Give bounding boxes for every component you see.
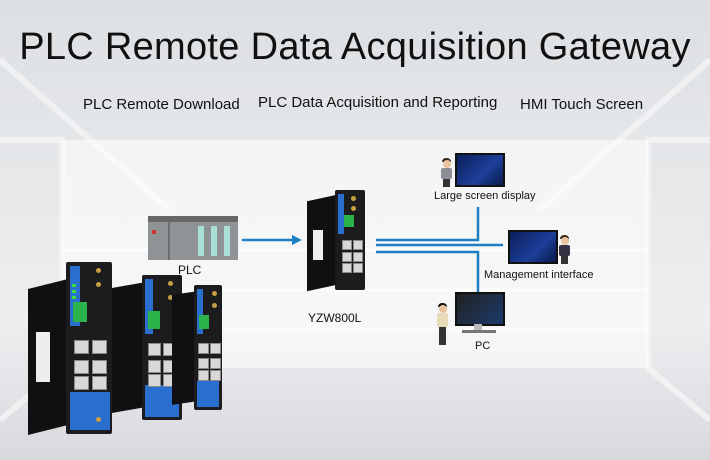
manager-icon [558,235,572,265]
management-label: Management interface [484,269,594,281]
gateway-to-large-screen-line [376,207,480,242]
large-screen-display [455,153,505,187]
pc-user-icon [436,303,450,347]
arrow-head-icon [292,235,302,245]
management-interface-screen [508,230,558,264]
plc-device [148,216,238,260]
pc-keyboard [462,330,496,333]
product-device-small [172,285,222,410]
feature-hmi-touch-screen: HMI Touch Screen [520,96,644,113]
gateway-device [307,190,367,292]
gateway-to-pc-line [376,250,480,293]
product-device-large [28,262,113,435]
pc-stand [474,324,482,330]
pc-monitor [455,292,505,326]
feature-remote-download: PLC Remote Download [83,96,240,113]
large-screen-label: Large screen display [434,190,536,202]
plc-label: PLC [178,263,202,277]
feature-data-acquisition: PLC Data Acquisition and Reporting [258,94,498,111]
pc-label: PC [475,340,491,352]
page-title: PLC Remote Data Acquisition Gateway [19,26,691,68]
presenter-icon [440,158,454,188]
gateway-label: YZW800L [308,311,362,325]
